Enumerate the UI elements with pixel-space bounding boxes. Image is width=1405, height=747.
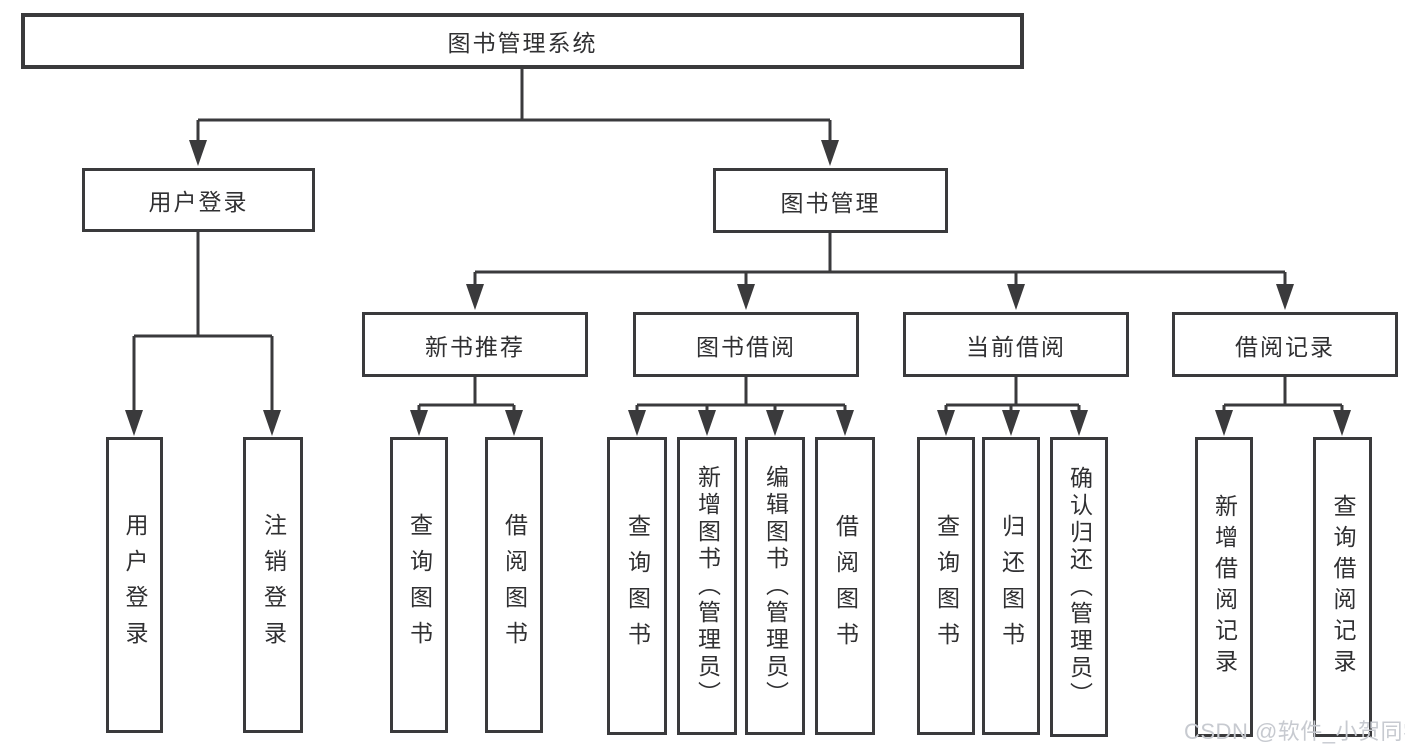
node-label: 新增图书（管理员） [694, 464, 721, 708]
node-label: 借阅图书 [501, 513, 528, 657]
node-label: 新书推荐 [425, 333, 525, 360]
node-user-login-branch: 用户登录 [82, 168, 315, 232]
watermark: CSDN @软件_小贺同学 [1184, 719, 1405, 744]
arrow-down-icon [937, 410, 955, 436]
leaf-edit-books-admin: 编辑图书（管理员） [745, 437, 805, 735]
arrow-down-icon [1070, 410, 1088, 436]
arrow-down-icon [505, 410, 523, 436]
leaf-query-books: 查询图书 [607, 437, 667, 735]
node-book-borrowing: 图书借阅 [633, 312, 859, 377]
node-label: 用户登录 [122, 513, 148, 657]
arrow-down-icon [263, 410, 281, 436]
arrow-down-icon [766, 410, 784, 436]
arrow-down-icon [1215, 410, 1233, 436]
arrow-down-icon [125, 410, 143, 436]
arrow-down-icon [410, 410, 428, 436]
leaf-query-borrow-record: 查询借阅记录 [1313, 437, 1372, 737]
node-current-borrowing: 当前借阅 [903, 312, 1129, 377]
arrowhead-icons [125, 140, 1351, 436]
arrow-down-icon [698, 410, 716, 436]
arrow-down-icon [737, 284, 755, 310]
arrow-down-icon [1333, 410, 1351, 436]
leaf-user-login: 用户登录 [106, 437, 163, 733]
leaf-return-books: 归还图书 [982, 437, 1040, 735]
node-label: 图书管理系统 [447, 30, 598, 56]
leaf-confirm-return-admin: 确认归还（管理员） [1050, 437, 1108, 737]
arrow-down-icon [1002, 410, 1020, 436]
node-label: 查询图书 [406, 513, 433, 657]
node-label: 编辑图书（管理员） [762, 464, 789, 708]
arrow-down-icon [189, 140, 207, 166]
node-label: 注销登录 [260, 513, 287, 657]
node-borrowing-records: 借阅记录 [1172, 312, 1398, 377]
leaf-borrow-books: 借阅图书 [485, 437, 543, 733]
node-label: 当前借阅 [966, 333, 1066, 360]
node-label: 新增借阅记录 [1211, 494, 1238, 680]
leaf-query-books: 查询图书 [917, 437, 975, 735]
arrow-down-icon [836, 410, 854, 436]
node-new-book-recommend: 新书推荐 [362, 312, 588, 377]
leaf-query-books: 查询图书 [390, 437, 448, 733]
node-label: 用户登录 [148, 189, 249, 215]
node-book-management-branch: 图书管理 [713, 168, 948, 233]
arrow-down-icon [1007, 284, 1025, 310]
node-label: 借阅图书 [832, 514, 859, 658]
leaf-logout: 注销登录 [243, 437, 303, 733]
arrow-down-icon [628, 410, 646, 436]
node-label: 查询借阅记录 [1330, 494, 1356, 680]
leaf-add-borrow-record: 新增借阅记录 [1195, 437, 1253, 737]
node-root-system: 图书管理系统 [21, 13, 1024, 69]
node-label: 查询图书 [933, 514, 960, 658]
node-label: 图书管理 [780, 189, 881, 216]
node-label: 归还图书 [998, 514, 1025, 658]
leaf-add-books-admin: 新增图书（管理员） [677, 437, 737, 735]
node-label: 借阅记录 [1235, 333, 1335, 360]
arrow-down-icon [821, 140, 839, 166]
node-label: 查询图书 [624, 514, 651, 658]
arrow-down-icon [466, 284, 484, 310]
node-label: 确认归还（管理员） [1066, 465, 1093, 709]
leaf-borrow-books: 借阅图书 [815, 437, 875, 735]
node-label: 图书借阅 [696, 333, 796, 360]
arrow-down-icon [1276, 284, 1294, 310]
